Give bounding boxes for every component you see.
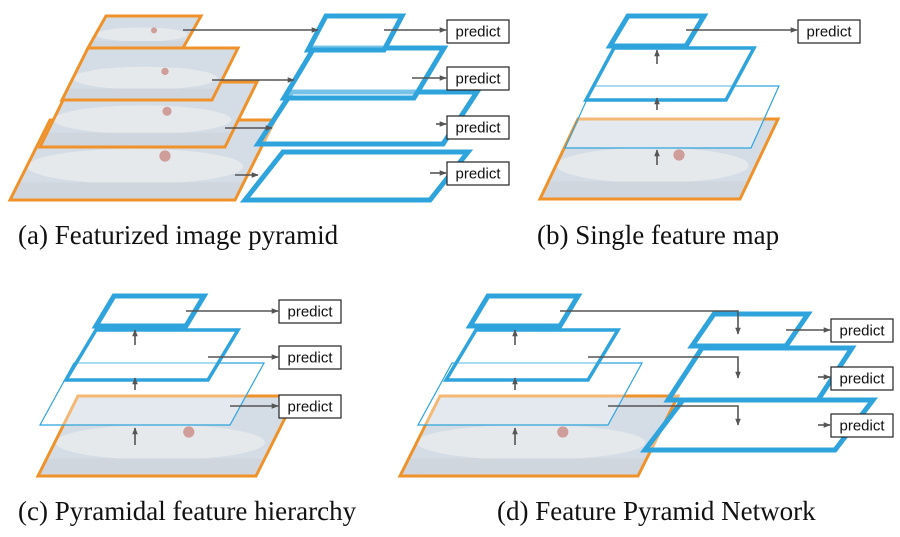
a-image-level-3: [59, 46, 241, 102]
a-predict-3-box: [446, 66, 510, 91]
d-lateral-arrow-2: [588, 356, 741, 379]
c-predict-3-label: predict: [287, 304, 333, 321]
a-image-level-3-frame: [59, 46, 241, 102]
a-predict-4-box: [446, 19, 510, 44]
a-predict-4: predict: [446, 19, 510, 44]
a-feature-map-1: [239, 149, 474, 203]
d-lateral-arrow-3: [560, 310, 741, 335]
d-predict-2-label: predict: [839, 371, 885, 388]
a-image-level-4: [85, 14, 204, 50]
c-predict-2-label: predict: [287, 350, 333, 367]
a-image-level-4-frame: [85, 14, 204, 50]
c-predict-1: predict: [278, 394, 342, 419]
caption-pyramidal-feature-hierarchy: (c) Pyramidal feature hierarchy: [18, 496, 357, 526]
b-input-image: [537, 117, 781, 201]
c-predict-2: predict: [278, 345, 342, 370]
d-input-image-frame: [397, 394, 681, 478]
a-predict-1-label: predict: [455, 166, 501, 183]
d-merged-map-2: [663, 345, 857, 403]
a-feature-map-4: [303, 13, 407, 53]
a-predict-3-label: predict: [455, 71, 501, 88]
d-predict-1-label: predict: [839, 418, 885, 435]
c-feature-map-3: [91, 293, 209, 329]
c-predict-1-label: predict: [287, 399, 333, 416]
c-input-image-frame: [35, 394, 299, 478]
b-feature-map-2: [583, 46, 757, 102]
b-predict: predict: [797, 19, 861, 44]
d-feature-map-3: [465, 293, 583, 329]
a-feature-map-3: [279, 45, 449, 101]
c-feature-map-2: [62, 328, 242, 382]
caption-single-feature-map: (b) Single feature map: [537, 220, 780, 250]
d-predict-2-box: [830, 366, 894, 391]
a-predict-2-label: predict: [455, 120, 501, 137]
a-predict-4-label: predict: [455, 24, 501, 41]
c-predict-1-box: [278, 394, 342, 419]
d-predict-3-box: [830, 318, 894, 343]
caption-feature-pyramid-network: (d) Feature Pyramid Network: [497, 496, 816, 526]
c-predict-3: predict: [278, 299, 342, 324]
d-merged-map-3: [687, 311, 813, 349]
d-lateral-arrow-1: [608, 405, 741, 426]
a-predict-1: predict: [446, 161, 510, 186]
b-input-image-frame: [537, 117, 781, 201]
d-predict-1: predict: [830, 413, 894, 438]
a-predict-2-box: [446, 115, 510, 140]
b-predict-label: predict: [806, 24, 852, 41]
d-feature-map-2: [442, 328, 622, 382]
caption-featurized-image-pyramid: (a) Featurized image pyramid: [18, 220, 339, 250]
b-predict-box: [797, 19, 861, 44]
a-predict-3: predict: [446, 66, 510, 91]
b-feature-map-3: [605, 13, 709, 49]
c-predict-2-box: [278, 345, 342, 370]
a-predict-1-box: [446, 161, 510, 186]
a-predict-2: predict: [446, 115, 510, 140]
d-predict-3-label: predict: [839, 323, 885, 340]
d-predict-2: predict: [830, 366, 894, 391]
d-predict-3: predict: [830, 318, 894, 343]
d-input-image: [397, 394, 681, 478]
d-predict-1-box: [830, 413, 894, 438]
c-input-image: [35, 394, 299, 478]
c-predict-3-box: [278, 299, 342, 324]
